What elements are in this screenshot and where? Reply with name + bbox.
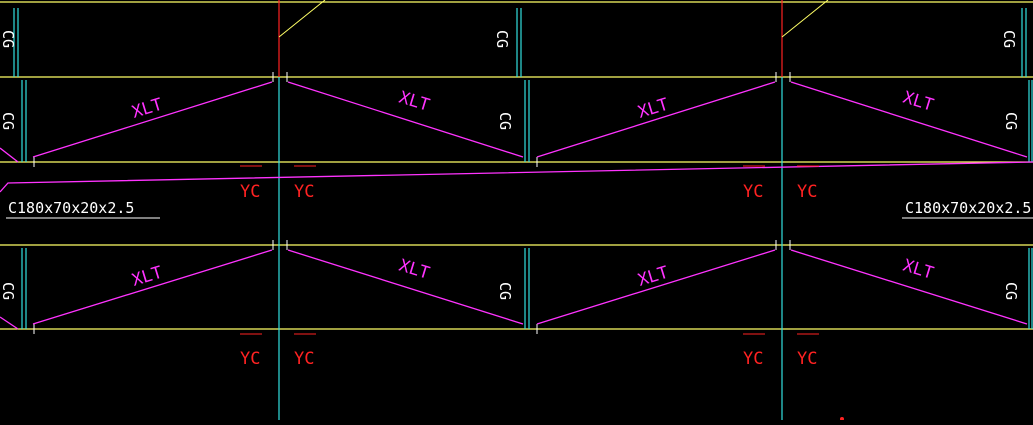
yc-label: YC	[743, 182, 763, 202]
brace-line	[32, 249, 273, 325]
brace-line	[536, 81, 776, 158]
xlt-label: XLT	[130, 263, 165, 291]
top-diagonal	[781, 0, 829, 38]
brace-line	[287, 81, 524, 158]
cg-label: CG	[0, 282, 17, 300]
xlt-label: XLT	[901, 88, 936, 116]
xlt-label: XLT	[636, 95, 671, 123]
yc-label: YC	[294, 349, 314, 369]
red-columns	[278, 0, 783, 77]
brace-line	[536, 249, 776, 325]
cg-label: CG	[493, 30, 511, 48]
xlt-label: XLT	[130, 95, 165, 123]
brace-lines	[0, 81, 1033, 330]
xlt-label: XLT	[397, 256, 432, 284]
brace-line	[790, 81, 1028, 158]
brace-line	[0, 161, 1033, 193]
cg-label: CG	[0, 112, 17, 130]
yc-label: YC	[240, 182, 260, 202]
yc-label: YC	[797, 182, 817, 202]
yc-label: YC	[743, 349, 763, 369]
xlt-label: XLT	[636, 263, 671, 291]
brace-line	[287, 249, 524, 325]
section-labels: C180x70x20x2.5 C180x70x20x2.5	[6, 199, 1033, 219]
cg-label: CG	[1002, 112, 1020, 130]
cg-label: CG	[496, 282, 514, 300]
purlin-lines	[0, 1, 1033, 330]
top-diagonals	[278, 0, 829, 38]
cg-label: CG	[1000, 30, 1018, 48]
xlt-label: XLT	[901, 256, 936, 284]
column-lines	[13, 8, 1033, 420]
yc-label: YC	[240, 349, 260, 369]
brace-line	[0, 147, 19, 163]
brace-line	[32, 81, 273, 158]
brace-line	[0, 316, 19, 330]
yc-markers: YC YC YC YC YC YC YC YC	[240, 165, 819, 369]
yc-label: YC	[797, 349, 817, 369]
brace-line	[790, 249, 1028, 325]
yc-label: YC	[294, 182, 314, 202]
cg-label: CG	[0, 30, 17, 48]
cg-labels: CG CG CG CG CG CG CG CG CG	[0, 30, 1020, 300]
cg-label: CG	[496, 112, 514, 130]
cg-label: CG	[1002, 282, 1020, 300]
top-diagonal	[278, 0, 326, 38]
section-label-left: C180x70x20x2.5	[8, 199, 134, 217]
tick-marks	[33, 72, 791, 334]
section-label-right: C180x70x20x2.5	[905, 199, 1031, 217]
xlt-label: XLT	[397, 88, 432, 116]
